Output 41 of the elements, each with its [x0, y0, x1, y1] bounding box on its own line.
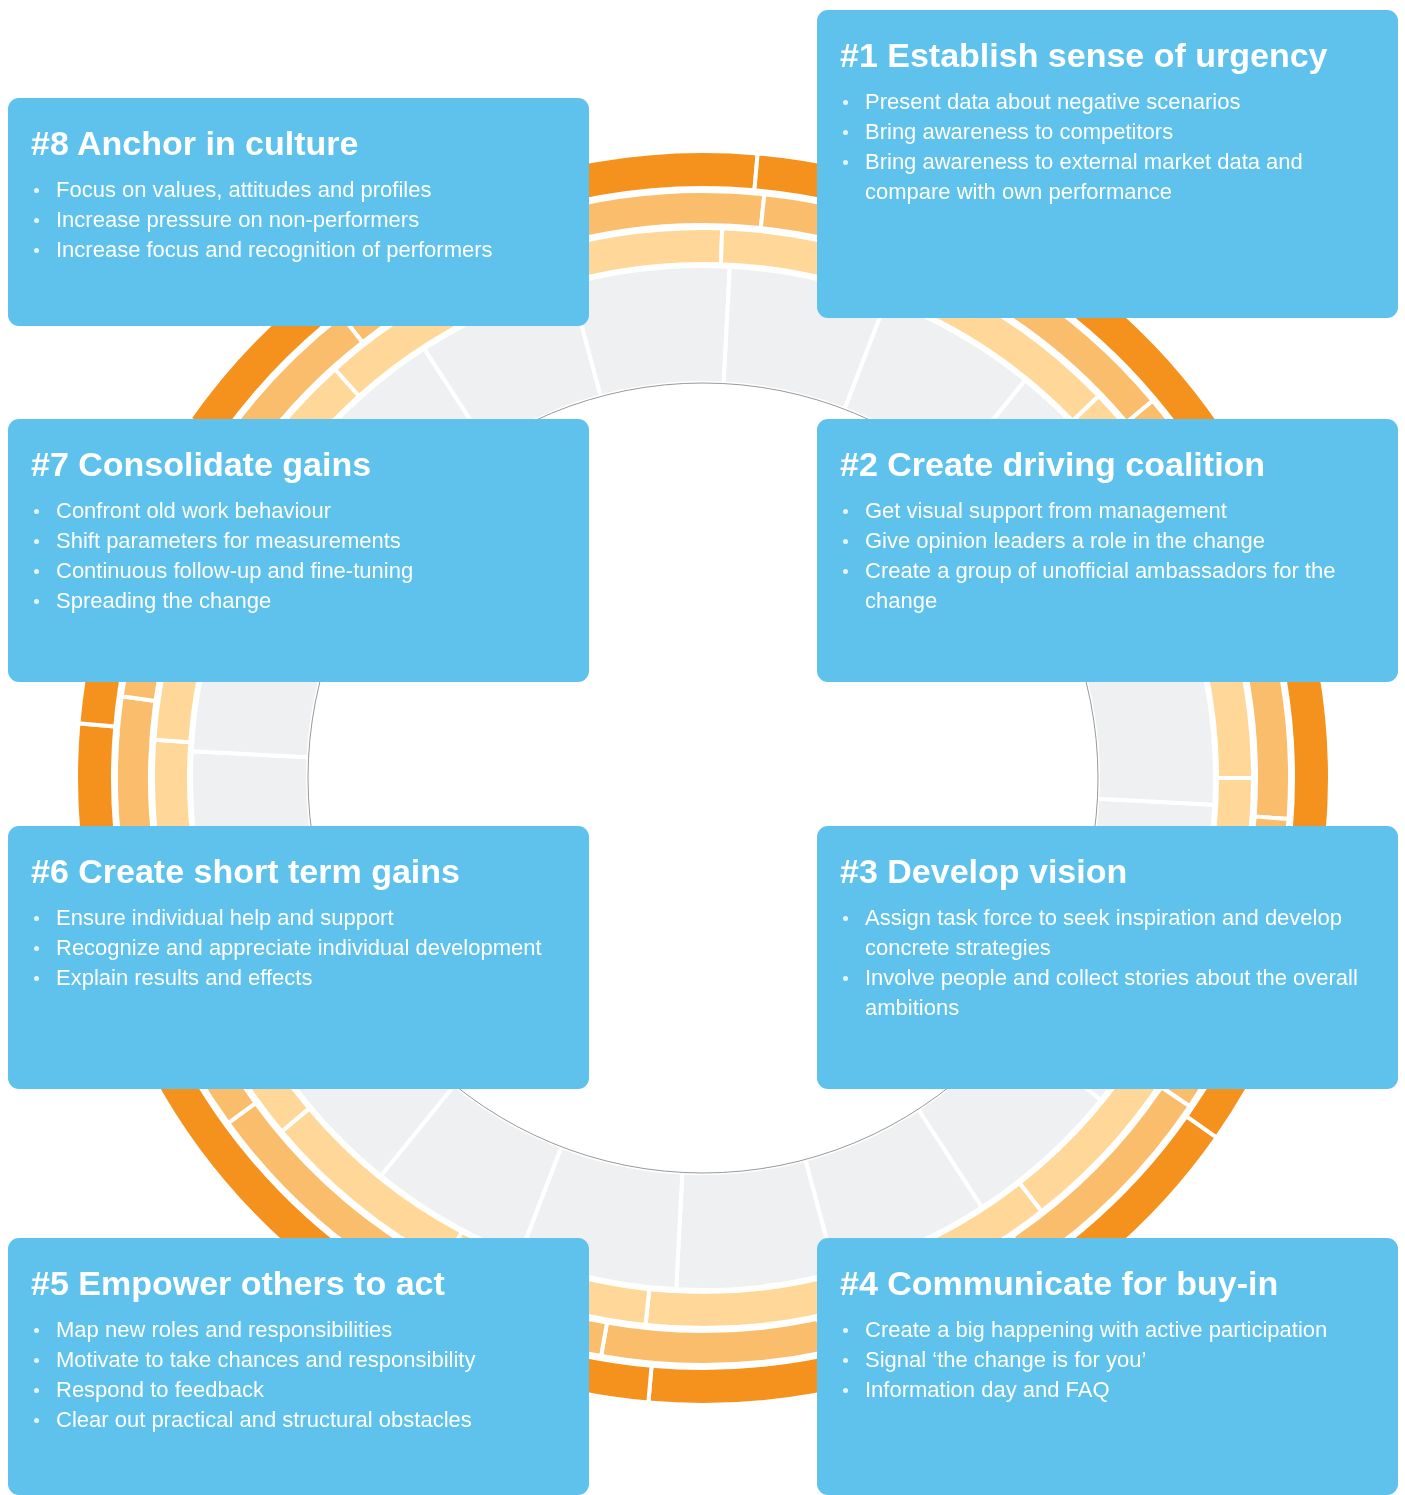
bullet-text: Create a big happening with active participation [865, 1317, 1328, 1342]
bullet-text: Spreading the change [56, 588, 272, 613]
bullet-text: Map new roles and responsibilities [56, 1317, 393, 1342]
step-card [8, 98, 589, 326]
step-card [8, 1238, 589, 1495]
step-card [817, 1238, 1398, 1495]
bullet-text: Create a group of unofficial ambassadors for the change [865, 558, 1336, 613]
bullet-text: Involve people and collect stories about the overall ambitions [865, 965, 1358, 1020]
bullet-text: Increase focus and recognition of performers [56, 237, 493, 262]
bullet-text: Information day and FAQ [865, 1377, 1110, 1402]
step-heading: #3 Develop vision [840, 852, 1128, 891]
step-heading: #8 Anchor in culture [31, 124, 359, 163]
bullet-text: Recognize and appreciate individual development [56, 935, 542, 960]
step-card [8, 826, 589, 1089]
bullet-text: Bring awareness to competitors [865, 119, 1174, 144]
step-heading: #5 Empower others to act [31, 1264, 445, 1303]
bullet-text: Respond to feedback [56, 1377, 264, 1402]
bullet-text: Ensure individual help and support [56, 905, 394, 930]
bullet-text: Confront old work behaviour [56, 498, 332, 523]
step-card [8, 419, 589, 682]
bullet-text: Continuous follow-up and fine-tuning [56, 558, 414, 583]
bullet-text: Motivate to take chances and responsibility [56, 1347, 476, 1372]
bullet-text: Signal ‘the change is for you’ [865, 1347, 1147, 1372]
bullet-text: Present data about negative scenarios [865, 89, 1241, 114]
step-card [817, 419, 1398, 682]
step-card [817, 826, 1398, 1089]
bullet-text: Explain results and effects [56, 965, 313, 990]
step-heading: #1 Establish sense of urgency [840, 36, 1328, 75]
bullet-text: Get visual support from management [865, 498, 1227, 523]
bullet-text: Assign task force to seek inspiration and develop concrete strategies [865, 905, 1342, 960]
bullet-text: Focus on values, attitudes and profiles [56, 177, 432, 202]
step-heading: #6 Create short term gains [31, 852, 460, 891]
bullet-text: Shift parameters for measurements [56, 528, 401, 553]
step-heading: #7 Consolidate gains [31, 445, 372, 484]
step-heading: #2 Create driving coalition [840, 445, 1266, 484]
bullet-text: Increase pressure on non-performers [56, 207, 420, 232]
step-heading: #4 Communicate for buy-in [840, 1264, 1279, 1303]
bullet-text: Bring awareness to external market data and compare with own performance [865, 149, 1303, 204]
bullet-text: Clear out practical and structural obstacles [56, 1407, 472, 1432]
step-card [817, 10, 1398, 318]
bullet-text: Give opinion leaders a role in the change [865, 528, 1265, 553]
